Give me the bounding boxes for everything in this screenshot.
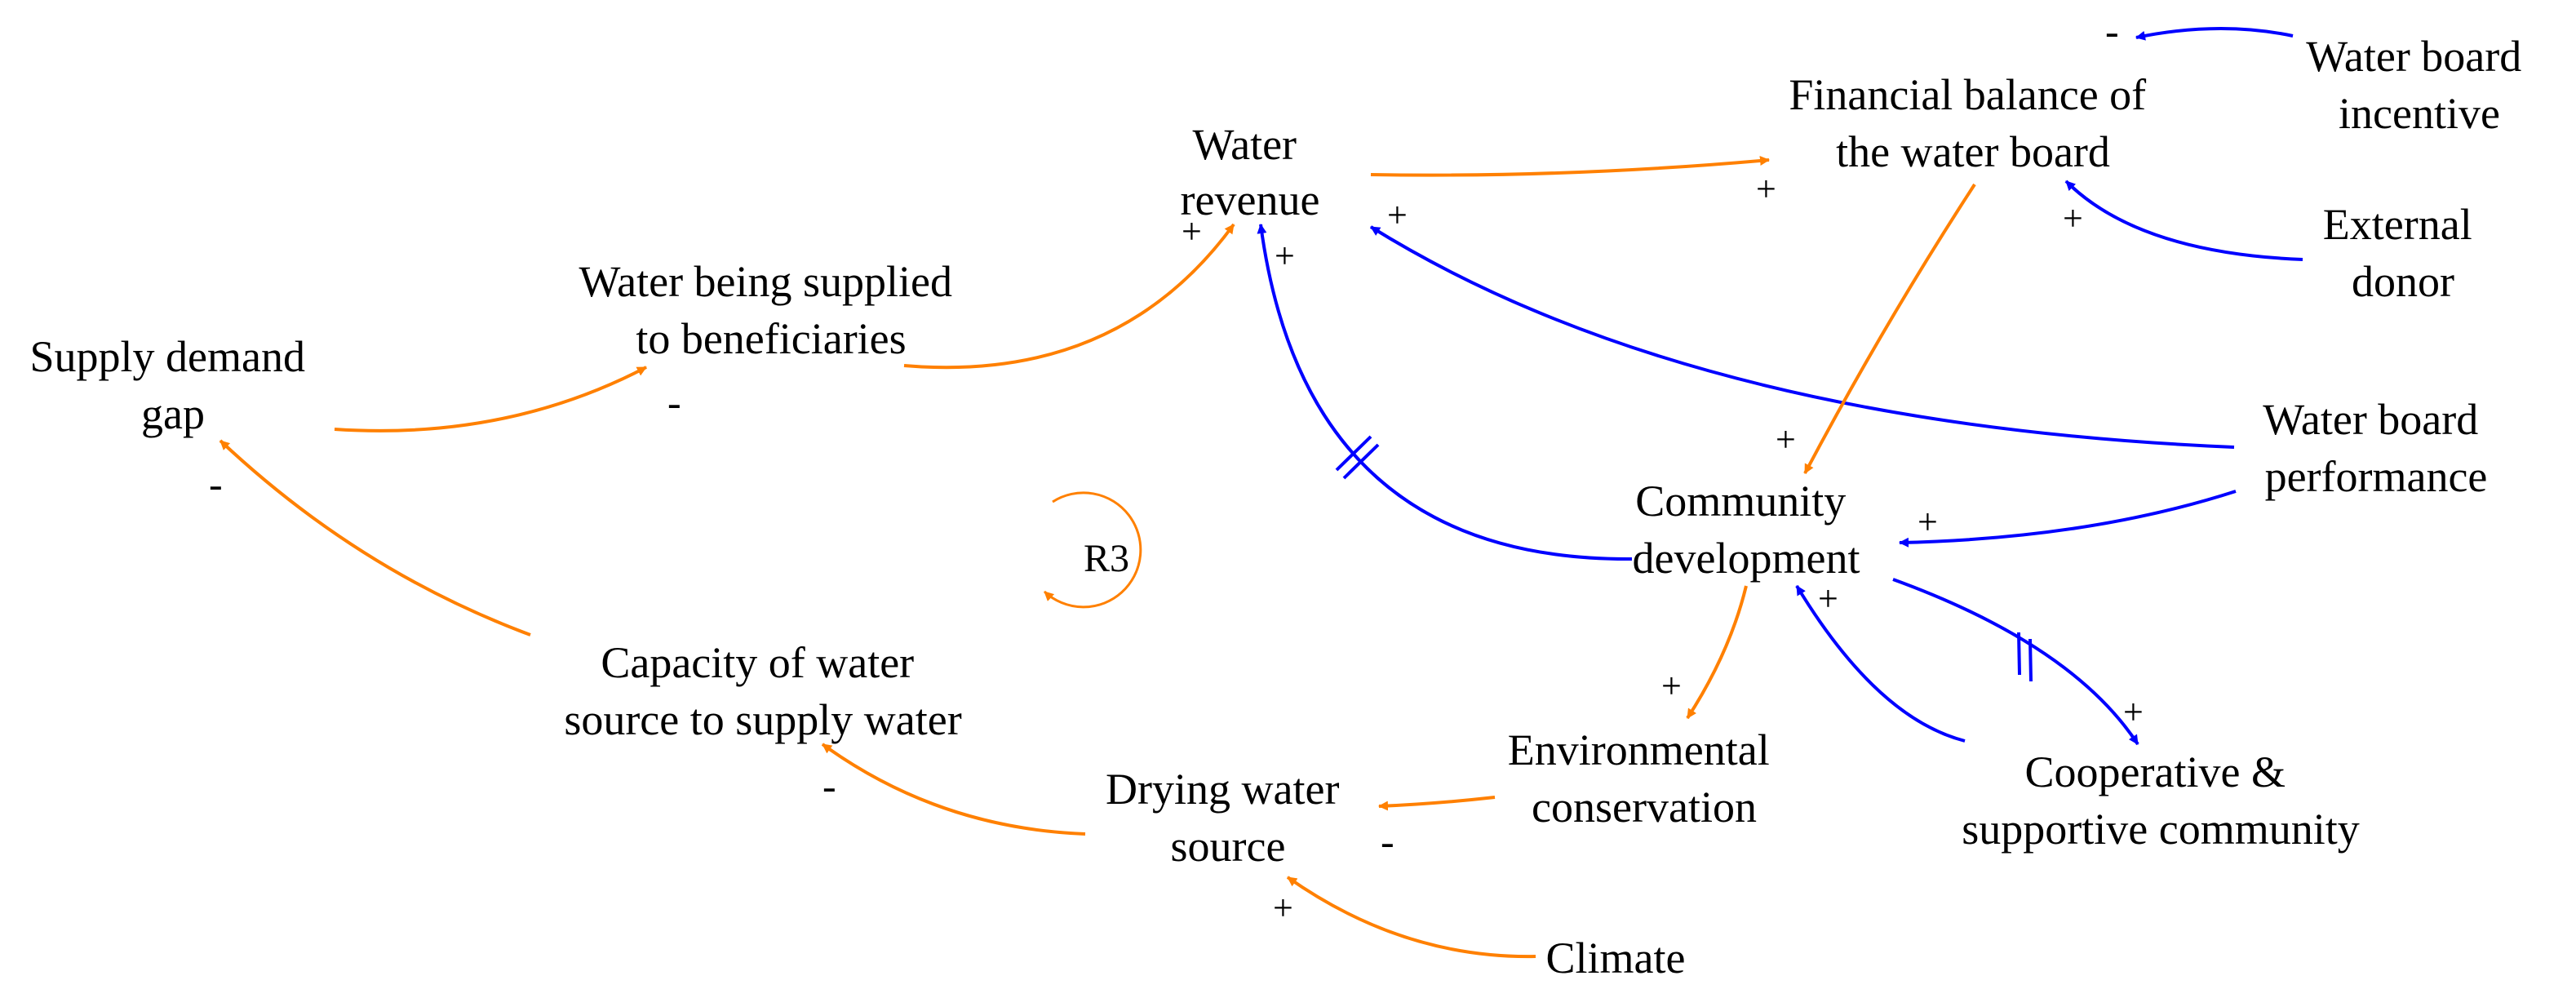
node-external-donor: External donor: [2323, 200, 2483, 306]
polarity-capacity-to-gap: -: [209, 461, 223, 507]
link-community-to-revenue: [1257, 224, 1633, 561]
polarity-supplied-to-revenue: +: [1182, 211, 1202, 251]
node-cooperative-community: Cooperative & supportive community: [1962, 747, 2359, 854]
delay-mark-community-to-cooperative: [2017, 632, 2021, 676]
node-supply-demand-gap: Supply demand gap: [30, 332, 317, 438]
link-revenue-to-financial-balance: [1370, 155, 1770, 177]
node-water-revenue: Water revenue: [1181, 120, 1320, 224]
delay-mark-community-to-cooperative-2: [2028, 638, 2033, 682]
polarity-community-to-environmental: +: [1661, 666, 1682, 706]
node-water-board-performance: Water board performance: [2263, 395, 2490, 501]
loop-label: R3: [1084, 537, 1129, 580]
polarity-performance-to-revenue: +: [1387, 195, 1408, 235]
node-financial-balance: Financial balance of the water board: [1789, 70, 2157, 176]
polarity-gap-to-supplied: -: [667, 379, 681, 425]
link-financial-to-community: [1803, 183, 1976, 474]
polarity-cooperative-to-community: +: [1818, 579, 1838, 619]
node-drying-water-source: Drying water source: [1106, 765, 1350, 871]
polarity-incentive-to-financial: -: [2105, 8, 2119, 54]
link-performance-to-community: [1899, 490, 2237, 548]
polarity-revenue-to-financial: +: [1756, 169, 1776, 209]
delay-mark-community-to-revenue-2: [1342, 443, 1380, 480]
polarity-signs: - + + + + + - + + + - + + - - +: [209, 8, 2144, 928]
loop-indicator-r3: R3: [1043, 491, 1142, 609]
nodes: Water revenue Financial balance of the w…: [30, 32, 2533, 982]
link-community-to-environmental: [1686, 585, 1748, 720]
links: [219, 27, 2303, 959]
polarity-community-to-cooperative: +: [2123, 692, 2144, 732]
link-drying-to-capacity: [821, 743, 1086, 836]
polarity-financial-to-community: +: [1776, 419, 1796, 459]
polarity-climate-to-drying: +: [1273, 888, 1293, 928]
node-climate: Climate: [1546, 934, 1686, 982]
link-environmental-to-drying: [1378, 796, 1496, 811]
node-capacity-water-source: Capacity of water source to supply water: [564, 638, 961, 744]
node-community-development: Community development: [1633, 477, 1860, 583]
link-capacity-to-gap: [219, 439, 531, 637]
polarity-community-to-revenue: +: [1275, 236, 1295, 276]
node-water-being-supplied: Water being supplied to beneficiaries: [579, 257, 963, 363]
loop-arrow-icon: [1043, 491, 1142, 609]
link-gap-to-supplied: [334, 366, 647, 432]
polarity-drying-to-capacity: -: [822, 763, 836, 809]
link-performance-to-revenue: [1369, 225, 2235, 449]
link-cooperative-to-community: [1795, 584, 1966, 743]
polarity-donor-to-financial: +: [2063, 198, 2083, 238]
link-community-to-cooperative: [1892, 578, 2139, 746]
delay-mark-community-to-revenue: [1335, 435, 1372, 472]
node-water-board-incentive: Water board incentive: [2306, 32, 2533, 138]
polarity-environmental-to-drying: -: [1381, 818, 1394, 864]
link-supplied-to-revenue: [903, 223, 1235, 370]
link-incentive-to-financial-balance: [2135, 27, 2294, 41]
node-environmental-conservation: Environmental conservation: [1508, 725, 1780, 832]
link-climate-to-drying: [1286, 876, 1536, 959]
link-donor-to-financial-balance: [2064, 180, 2303, 261]
polarity-performance-to-community: +: [1918, 502, 1938, 542]
